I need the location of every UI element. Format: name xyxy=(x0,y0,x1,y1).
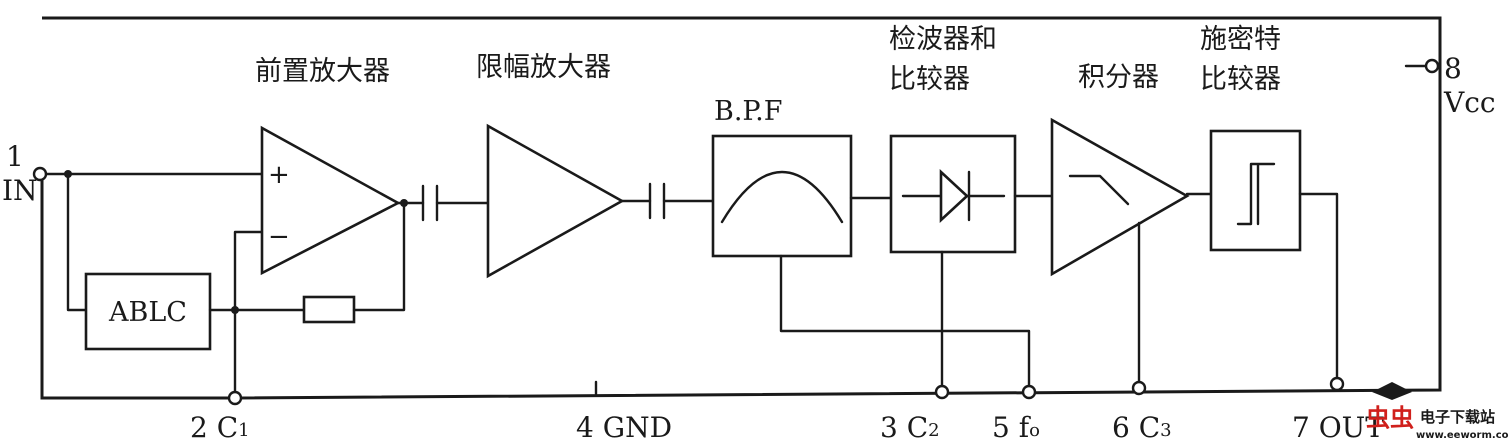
preamp-minus-sign: − xyxy=(268,222,290,252)
watermark: 虫虫 电子下载站 www.eeworm.com xyxy=(1366,382,1509,441)
feedback-resistor xyxy=(302,295,356,324)
schmitt-box xyxy=(1209,129,1302,252)
limiter-triangle xyxy=(486,123,625,279)
schmitt-output-wire xyxy=(1298,192,1339,380)
pin-5-terminal xyxy=(1021,384,1037,400)
integrator-slope-symbol xyxy=(1068,174,1130,206)
pin-6-label: 6 C3 xyxy=(1112,411,1172,441)
preamp-plus-sign: + xyxy=(268,160,290,190)
detector-label-line1: 检波器和 xyxy=(889,24,997,55)
preamp-triangle xyxy=(260,125,401,276)
preamp-label: 前置放大器 xyxy=(255,56,390,87)
bpf-fo-wire xyxy=(779,254,1031,392)
pin-3-terminal xyxy=(934,384,950,400)
pin-8-label: Vcc xyxy=(1443,86,1496,119)
pin-6-terminal xyxy=(1131,380,1147,396)
detector-block: 检波器和 比较器 xyxy=(889,24,1017,254)
watermark-logo-text: 虫虫 xyxy=(1366,404,1414,432)
coupling-capacitor-2 xyxy=(648,182,666,220)
schmitt-label-line2: 比较器 xyxy=(1200,64,1281,95)
watermark-logo-icon xyxy=(1372,382,1412,400)
feedback-wire xyxy=(352,201,406,312)
schmitt-block: 施密特 比较器 xyxy=(1200,24,1302,252)
watermark-site-name: 电子下载站 xyxy=(1420,408,1495,426)
pin-1-number: 1 xyxy=(6,140,24,173)
pin-3-label: 3 C2 xyxy=(880,411,940,441)
pin-8-vcc: 8 Vcc xyxy=(1404,52,1496,119)
pin-1-in: 1 IN xyxy=(2,140,48,207)
bpf-block: B.P.F xyxy=(711,96,853,258)
integrator-block: 积分器 xyxy=(1050,62,1190,277)
limiter-block: 限幅放大器 xyxy=(476,52,625,279)
coupling-capacitor-1 xyxy=(421,184,439,222)
c1-wire xyxy=(233,230,264,394)
pin-2-terminal xyxy=(227,390,243,406)
watermark-url: www.eeworm.com xyxy=(1416,430,1509,441)
limiter-label: 限幅放大器 xyxy=(476,52,611,83)
pin-7-label: 7 OUT xyxy=(1292,411,1384,441)
pin-7-terminal xyxy=(1329,376,1345,392)
pin-5-label: 5 fo xyxy=(992,411,1040,441)
preamp-block: + − 前置放大器 xyxy=(255,56,401,276)
detector-label-line2: 比较器 xyxy=(889,64,970,95)
bpf-label: B.P.F xyxy=(714,96,782,127)
ablc-label: ABLC xyxy=(108,297,187,328)
ablc-block: ABLC xyxy=(84,272,212,351)
bpf-box xyxy=(711,134,853,258)
pin-8-number: 8 xyxy=(1444,52,1462,85)
schmitt-label-line1: 施密特 xyxy=(1200,24,1281,55)
diode-icon xyxy=(939,169,969,223)
chip-outline xyxy=(40,16,1442,400)
pin-4-label: 4 GND xyxy=(576,411,672,441)
integrator-label: 积分器 xyxy=(1078,62,1159,93)
hysteresis-icon xyxy=(1236,162,1276,226)
pin-1-label: IN xyxy=(2,174,38,207)
ablc-box xyxy=(84,272,212,351)
bpf-curve-symbol xyxy=(720,170,844,224)
pin-8-terminal xyxy=(1424,58,1440,74)
pin-2-label: 2 C1 xyxy=(190,411,250,441)
input-to-ablc-wire xyxy=(66,172,88,312)
